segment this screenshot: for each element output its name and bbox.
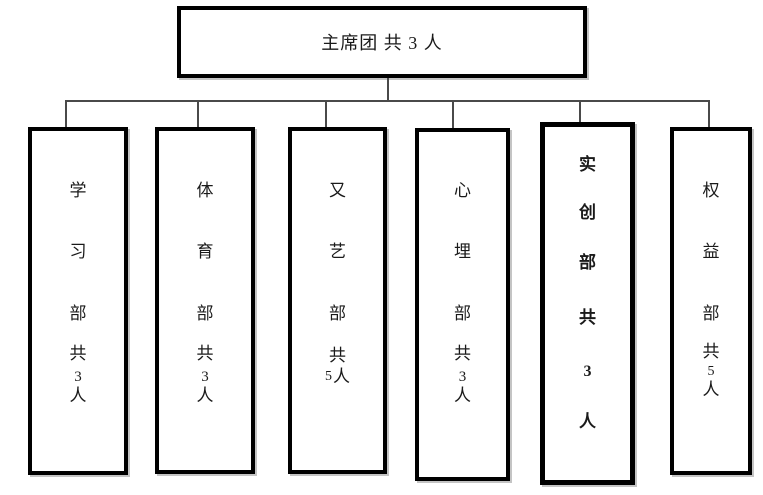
dept-char: 人 (196, 386, 214, 405)
dept-count-digit: 5 (707, 364, 715, 379)
dept-char: 学 (69, 181, 87, 200)
dept-char: 共 (196, 344, 214, 363)
dept-box-study: 学 习 部 共 3 人 (28, 127, 128, 475)
connector-root-stub (387, 78, 389, 101)
dept-count-digit: 3 (74, 369, 82, 385)
connector-drop-rights (708, 100, 710, 128)
dept-char: 共 (329, 346, 346, 365)
dept-char: 埋 (454, 242, 471, 261)
dept-char: 部 (702, 304, 720, 323)
dept-char: 益 (702, 242, 720, 261)
dept-char: 共 (69, 344, 87, 363)
dept-count-digit: 3 (201, 369, 209, 385)
presidium-label: 主席团 共 3 人 (321, 33, 443, 53)
dept-char: 又 (329, 181, 346, 200)
dept-char: 部 (454, 304, 471, 323)
dept-char: 部 (329, 304, 346, 323)
dept-char: 人 (454, 386, 471, 405)
dept-char: 人 (333, 367, 350, 386)
connector-drop-sports (197, 100, 199, 128)
dept-char: 人 (702, 380, 720, 399)
connector-drop-arts (325, 100, 327, 128)
dept-char: 实 (579, 155, 596, 174)
presidium-box: 主席团 共 3 人 (177, 6, 587, 78)
dept-count-digit: 3 (583, 363, 592, 380)
dept-char: 育 (196, 242, 214, 261)
connector-drop-psychology (452, 100, 454, 129)
dept-box-arts: 又 艺 部 共 5人 (288, 127, 387, 474)
dept-char: 部 (579, 253, 596, 272)
dept-char: 共 (454, 344, 471, 363)
dept-char: 部 (69, 304, 87, 323)
dept-box-innovation: 实 创 部 共 3 人 (540, 122, 635, 485)
dept-char: 共 (702, 342, 720, 361)
dept-char: 艺 (329, 242, 346, 261)
dept-char: 习 (69, 242, 87, 261)
connector-drop-innovation (579, 100, 581, 123)
dept-count-digit: 3 (458, 369, 467, 385)
dept-box-sports: 体 育 部 共 3 人 (155, 127, 255, 474)
dept-count-digit: 5 (325, 369, 332, 384)
dept-count-row: 5人 (292, 368, 383, 386)
connector-drop-study (65, 100, 67, 128)
dept-char: 权 (702, 181, 720, 200)
dept-char: 心 (454, 181, 471, 200)
dept-char: 共 (579, 308, 596, 327)
dept-char: 人 (69, 386, 87, 405)
dept-char: 创 (579, 203, 596, 222)
dept-char: 体 (196, 181, 214, 200)
dept-box-psychology: 心 埋 部 共 3 人 (415, 128, 510, 481)
dept-char: 人 (579, 412, 596, 431)
dept-char: 部 (196, 304, 214, 323)
connector-bus (65, 100, 710, 102)
dept-box-rights: 权 益 部 共 5 人 (670, 127, 752, 475)
